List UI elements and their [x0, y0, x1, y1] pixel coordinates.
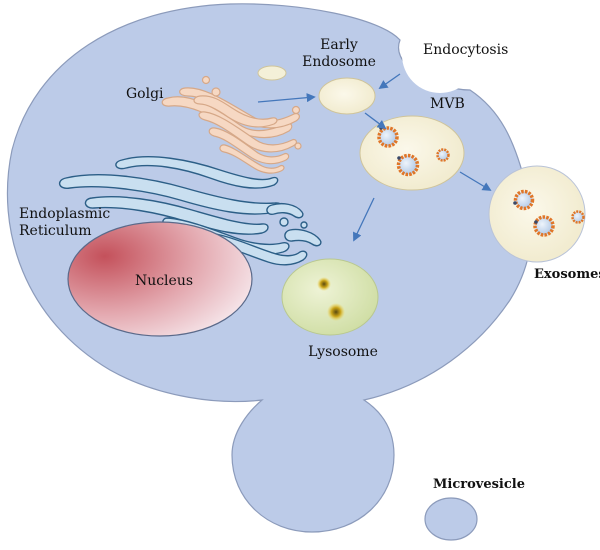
- arrow-golgi-to-endosome: [257, 93, 316, 103]
- pathway-arrows: [257, 73, 492, 242]
- label-microvesicle: Microvesicle: [433, 477, 525, 492]
- label-mvb: MVB: [430, 96, 465, 112]
- arrow-endosome-to-mvb: [364, 112, 387, 130]
- arrow-mvb-to-lysosome: [353, 197, 375, 242]
- golgi-apparatus: [161, 75, 302, 174]
- golgi-vesicle: [257, 65, 287, 81]
- label-endocytosis: Endocytosis: [423, 42, 508, 58]
- endocytosis-notch: [402, 17, 478, 93]
- label-early-endosome-1: Early: [320, 37, 358, 53]
- label-er-1: Endoplasmic: [19, 206, 110, 222]
- endoplasmic-reticulum: [59, 156, 322, 266]
- label-exosomes: Exosomes: [534, 267, 600, 282]
- arrow-mvb-to-exosomes: [459, 171, 492, 191]
- exosomes-group: [513, 189, 585, 237]
- lysosome-granule: [317, 277, 331, 291]
- label-golgi: Golgi: [126, 86, 164, 102]
- label-nucleus: Nucleus: [135, 273, 193, 289]
- arrow-endocytosis-to-endosome: [378, 73, 401, 90]
- label-early-endosome-2: Endosome: [302, 54, 376, 70]
- lysosome: [281, 258, 379, 336]
- exosome-bulge: [488, 165, 586, 263]
- microvesicle: [424, 497, 478, 541]
- label-er-2: Reticulum: [19, 223, 92, 239]
- nucleus: [67, 221, 253, 337]
- early-endosome: [318, 77, 376, 115]
- label-lysosome: Lysosome: [308, 344, 378, 360]
- lysosome-granule: [327, 303, 345, 321]
